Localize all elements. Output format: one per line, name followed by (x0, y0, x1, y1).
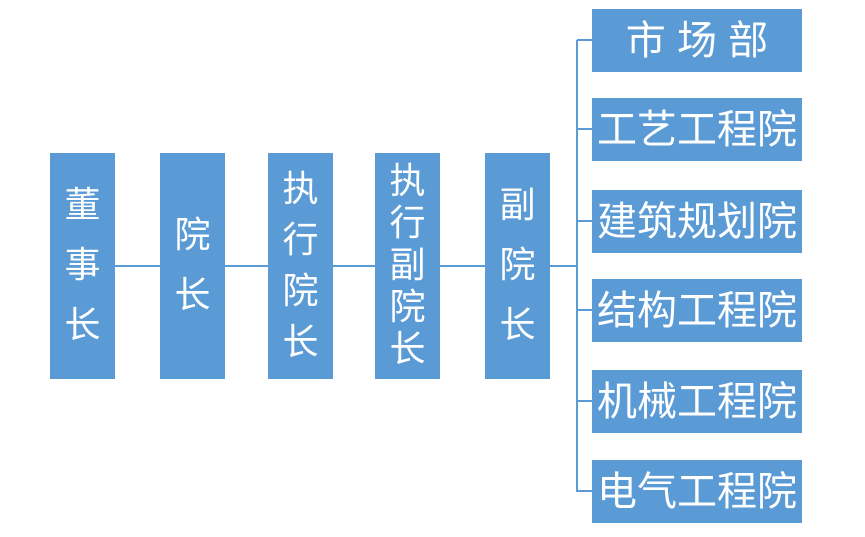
connector-dean-executive-dean (225, 265, 268, 267)
connector-executive-vice-dean-vice-dean (440, 265, 485, 267)
architecture-planning-box: 建筑规划院 (592, 190, 802, 253)
executive-vice-dean-box: 执行副院长 (375, 153, 440, 379)
structural-engineering-box: 结构工程院 (592, 279, 802, 342)
process-engineering-box: 工艺工程院 (592, 98, 802, 161)
branch-architecture-planning (577, 220, 592, 222)
branch-mechanical-engineering (577, 400, 592, 402)
dean-label: 院长 (174, 215, 211, 316)
chairman-label: 董事长 (64, 185, 101, 346)
branch-electrical-engineering (577, 490, 592, 492)
executive-dean-box: 执行院长 (268, 153, 333, 379)
process-engineering-label: 工艺工程院 (597, 106, 797, 153)
mechanical-engineering-box: 机械工程院 (592, 370, 802, 433)
connector-executive-dean-executive-vice-dean (333, 265, 375, 267)
branch-marketing (577, 39, 592, 41)
architecture-planning-label: 建筑规划院 (597, 198, 797, 245)
electrical-engineering-box: 电气工程院 (592, 460, 802, 523)
mechanical-engineering-label: 机械工程院 (597, 378, 797, 425)
executive-vice-dean-label: 执行副院长 (389, 161, 426, 370)
connector-vice-dean-trunk (550, 265, 577, 267)
branch-structural-engineering (577, 309, 592, 311)
marketing-dept-box: 市场部 (592, 9, 802, 72)
chairman-box: 董事长 (50, 153, 115, 379)
vice-dean-label: 副院长 (499, 185, 536, 346)
department-trunk-line (576, 40, 578, 492)
dean-box: 院长 (160, 153, 225, 379)
executive-dean-label: 执行院长 (282, 168, 319, 363)
vice-dean-box: 副院长 (485, 153, 550, 379)
connector-chairman-dean (115, 265, 160, 267)
structural-engineering-label: 结构工程院 (597, 287, 797, 334)
electrical-engineering-label: 电气工程院 (597, 468, 797, 515)
branch-process-engineering (577, 128, 592, 130)
marketing-dept-label: 市场部 (625, 17, 780, 64)
